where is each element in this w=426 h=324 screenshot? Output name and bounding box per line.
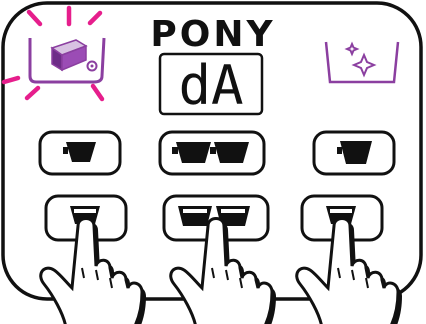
single-cup-top-button[interactable]	[40, 132, 120, 174]
large-cup-top-button[interactable]	[314, 132, 394, 174]
display-readout: dA	[178, 54, 243, 117]
brand-logo: PONY	[150, 14, 275, 55]
double-cup-top-button[interactable]	[160, 132, 264, 174]
